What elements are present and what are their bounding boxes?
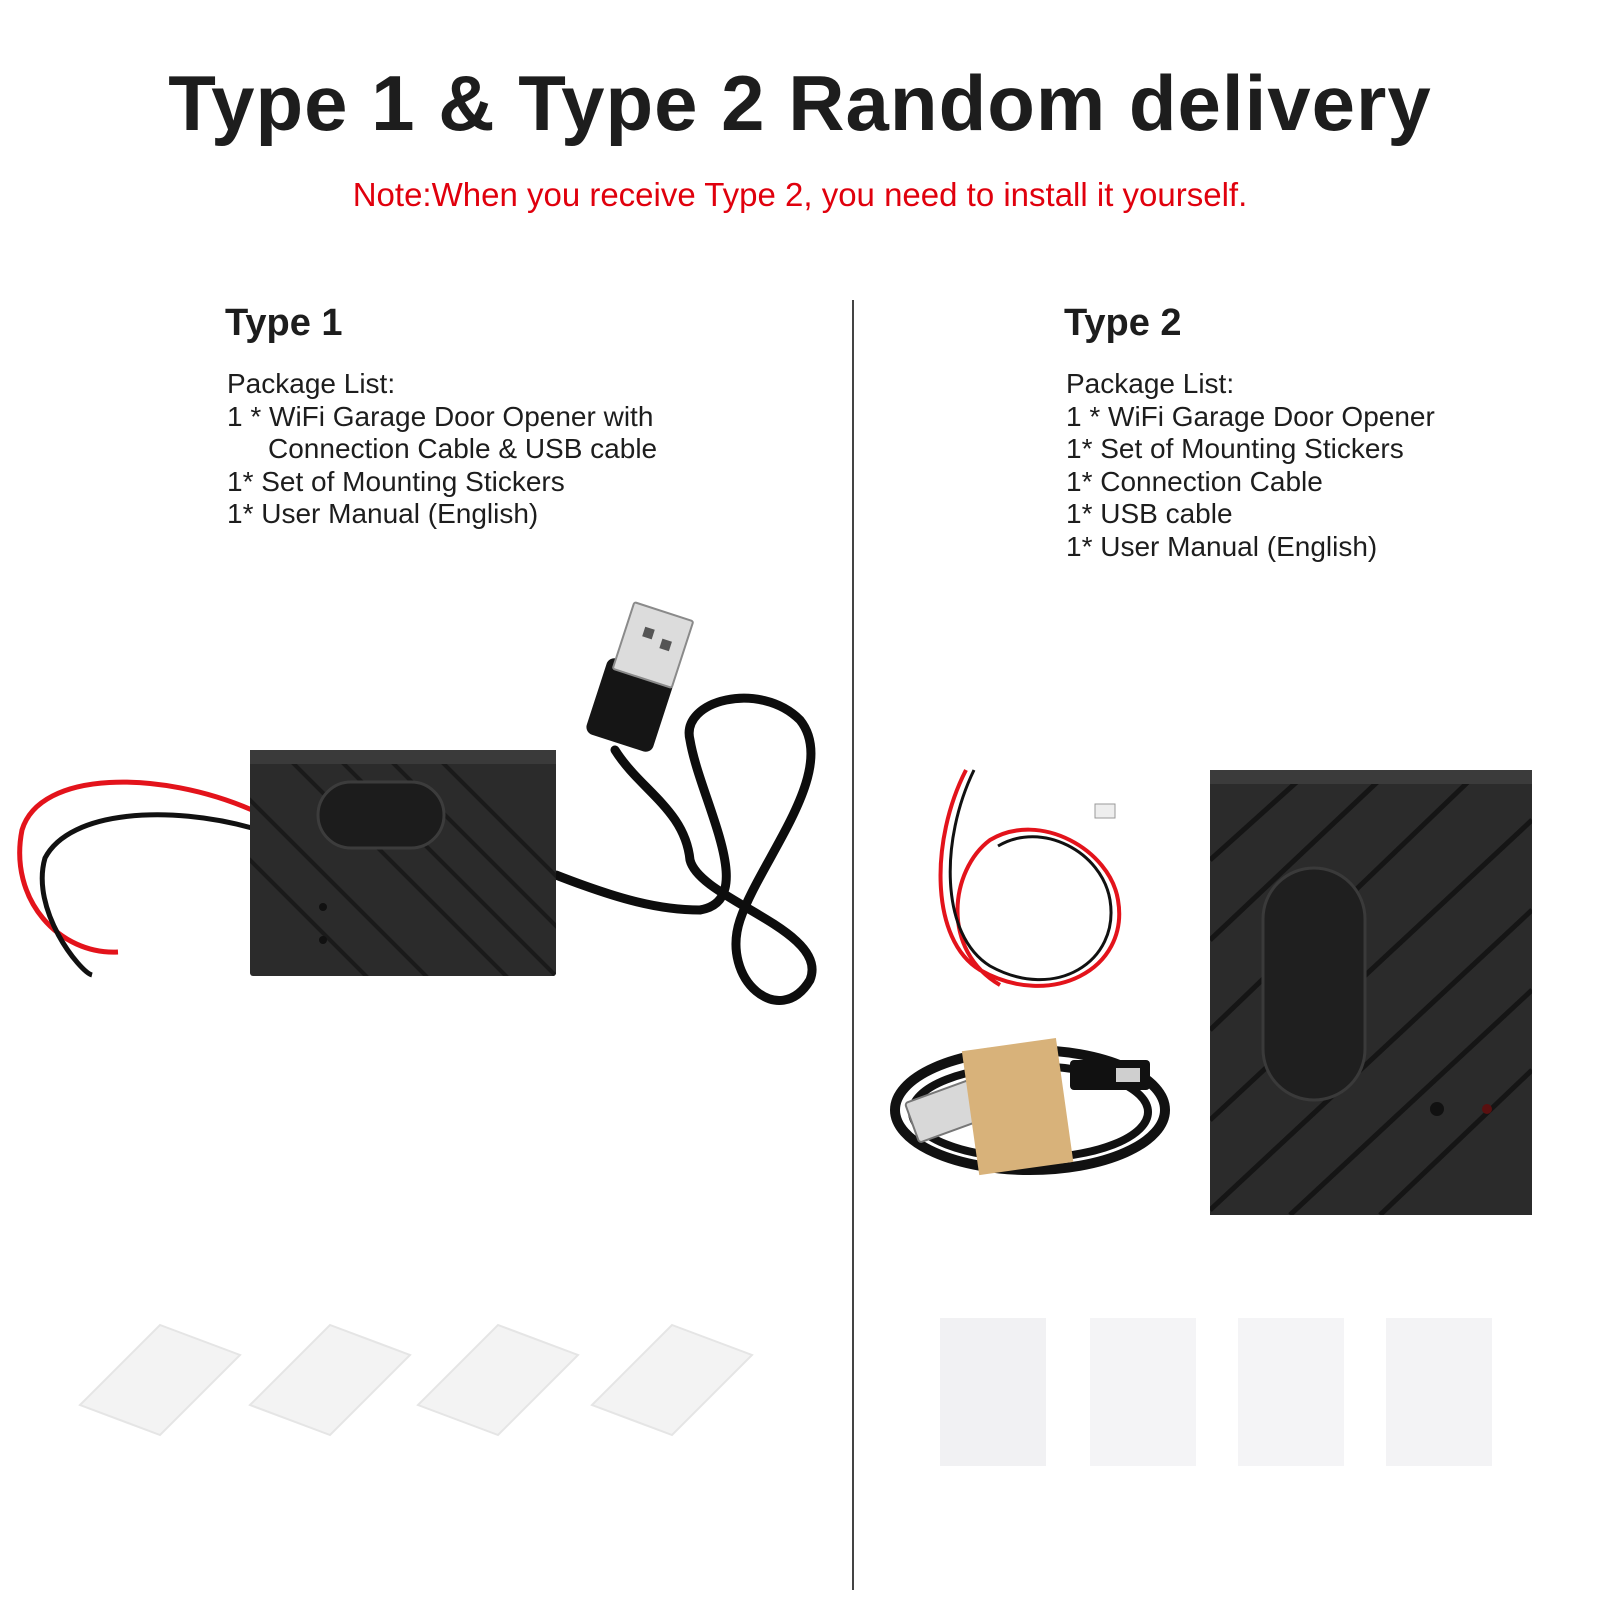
- list-item: 1* Connection Cable: [1066, 465, 1323, 497]
- sticker: [1386, 1318, 1492, 1466]
- type2-product-photo: [890, 769, 1532, 1215]
- usb-cable: [551, 601, 817, 1005]
- list-item: 1* USB cable: [1066, 498, 1233, 529]
- list-item: 1 * WiFi Garage Door Opener with: [227, 400, 654, 432]
- sticker: [1090, 1318, 1196, 1466]
- list-item: 1* Set of Mounting Stickers: [227, 465, 565, 497]
- sticker: [416, 1323, 580, 1437]
- list-item: 1* User Manual (English): [1066, 530, 1378, 562]
- list-item: Connection Cable & USB cable: [268, 433, 658, 464]
- type2-mounting-stickers: [940, 1318, 1492, 1466]
- sticker: [78, 1323, 242, 1437]
- package-list-label: Package List:: [1066, 368, 1235, 399]
- package-list-label: Package List:: [227, 368, 396, 399]
- type2-package-list: Package List: 1 * WiFi Garage Door Opene…: [1066, 368, 1435, 563]
- type2-heading: Type 2: [1064, 302, 1182, 344]
- sticker: [940, 1318, 1046, 1466]
- list-item: 1* Set of Mounting Stickers: [1066, 433, 1404, 464]
- sticker: [590, 1323, 754, 1437]
- type1-package-list: Package List: 1 * WiFi Garage Door Opene…: [227, 368, 657, 531]
- sticker: [1238, 1318, 1344, 1466]
- garage-opener-device: [1210, 770, 1532, 1215]
- column-divider: [852, 300, 854, 1590]
- usb-cable: [890, 1038, 1170, 1176]
- list-item: 1 * WiFi Garage Door Opener: [1066, 400, 1435, 432]
- connection-wire: [17, 779, 253, 978]
- main-title: Type 1 & Type 2 Random delivery: [168, 59, 1432, 147]
- connection-wire: [938, 769, 1122, 988]
- install-note: Note:When you receive Type 2, you need t…: [352, 176, 1248, 213]
- list-item: 1* User Manual (English): [227, 498, 539, 529]
- type1-mounting-stickers: [78, 1323, 754, 1437]
- sticker: [248, 1323, 412, 1437]
- garage-opener-device: [250, 750, 556, 976]
- type1-product-photo: [17, 601, 817, 1005]
- type1-heading: Type 1: [225, 302, 343, 344]
